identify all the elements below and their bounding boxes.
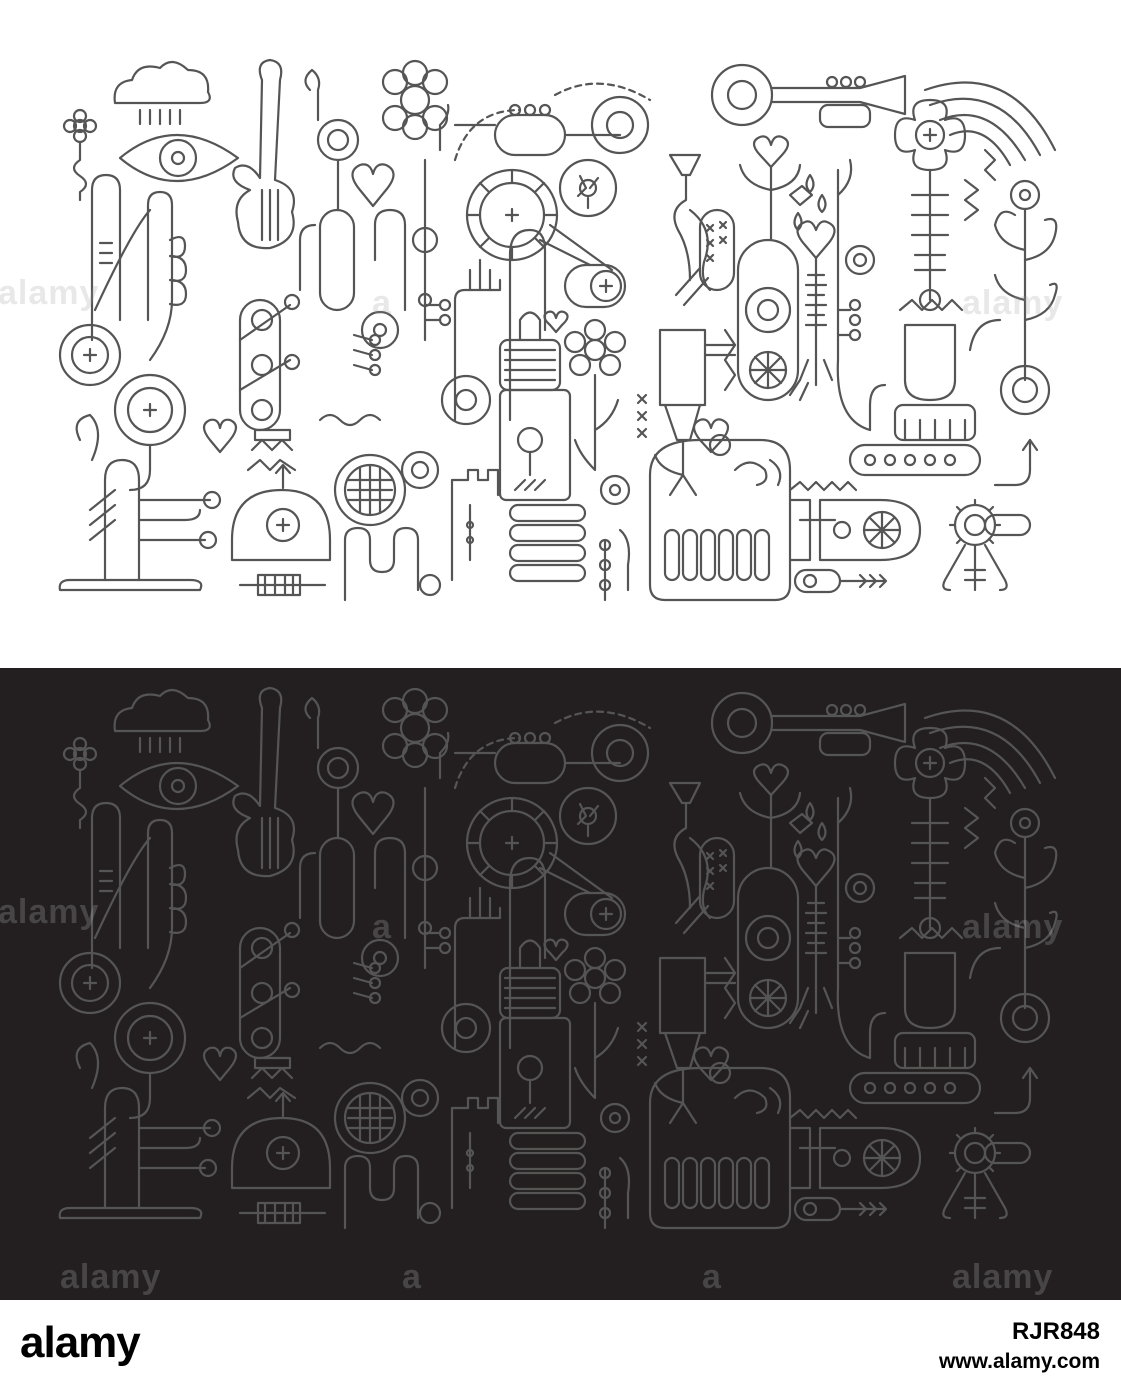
- machine-lineart-inverted: [58, 686, 1058, 1230]
- machine-lineart: [58, 58, 1058, 602]
- watermark: a: [702, 1258, 722, 1296]
- watermark: a: [402, 1258, 422, 1296]
- watermark: a: [372, 284, 392, 322]
- stock-footer: [0, 1300, 1121, 1390]
- watermark: a: [372, 908, 392, 946]
- watermark: alamy: [962, 908, 1064, 946]
- watermark: alamy: [952, 1258, 1054, 1296]
- watermark: alamy: [0, 893, 100, 931]
- dark-illustration-panel: alamy a alamy alamy a a alamy: [0, 668, 1121, 1300]
- image-id-label: RJR848: [1011, 1318, 1100, 1345]
- alamy-logo[interactable]: alamy: [20, 1318, 141, 1367]
- light-illustration-panel: alamy a alamy: [0, 0, 1121, 668]
- watermark: alamy: [0, 274, 100, 312]
- watermark: alamy: [60, 1258, 162, 1296]
- lab-illustration-dark: [58, 686, 1058, 1230]
- lab-illustration-light: [58, 58, 1058, 602]
- site-url-link[interactable]: www.alamy.com: [938, 1350, 1100, 1373]
- watermark: alamy: [962, 284, 1064, 322]
